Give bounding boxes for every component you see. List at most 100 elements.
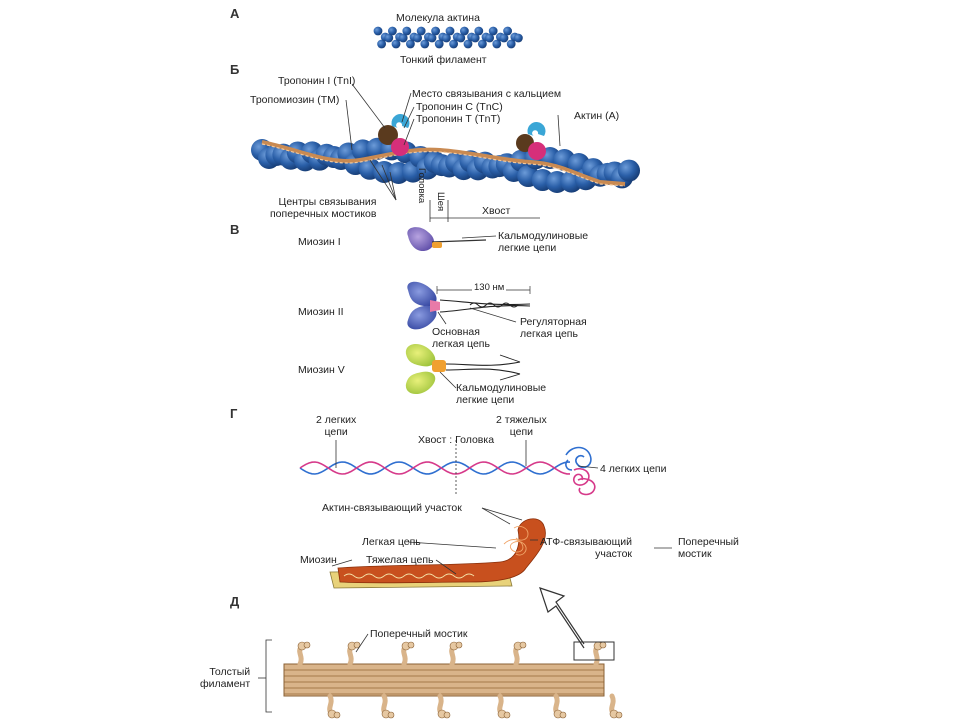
myosin-5-shape [405,343,521,395]
actin-bead [506,39,516,49]
heavy-chain-label: Тяжелая цепь [366,554,434,566]
myosin-1-label: Миозин I [298,236,341,248]
crossbridge-arm [297,641,311,667]
crossbridge-arm [437,693,451,719]
crossbridge-d-label: Поперечный мостик [370,628,468,640]
actin-bead [514,33,523,43]
actin-bead [463,39,473,49]
tropomyosin-label: Тропомиозин (ТМ) [250,94,340,106]
troponin-i-blob [378,125,398,145]
actin-bead [470,33,480,43]
neck-domain-label: Шея [435,192,446,212]
two-light-chains-label: 2 легких цепи [316,414,357,438]
myosin-2-label: Миозин II [298,306,344,318]
actin-bead [474,26,484,36]
actin-bead [456,33,466,43]
crossbridge-arm [347,641,361,667]
actin-bead [445,26,455,36]
atp-binding-site-label: АТФ-связывающий участок [540,536,633,560]
myosin-2-shape [407,281,531,330]
zoom-box [573,641,615,661]
section-letter-d: Д [230,594,240,609]
calcium-site-label: Место связывания с кальцием [412,88,562,100]
section-letter-b: Б [230,62,240,77]
actin-binding-site-label: Актин-связывающий участок [322,502,462,514]
crossbridge-leader [355,633,369,653]
myosin-1-shape [407,227,487,252]
myosin-label: Миозин [300,554,337,566]
actin-bead [460,26,469,36]
troponin-complex-1 [378,114,410,156]
actin-bead [373,26,383,36]
length-130nm-label: 130 нм [472,282,507,294]
myosin-5-label: Миозин V [298,364,345,376]
actin-bead [384,33,394,43]
calmodulin-chains-1-label: Кальмодулиновые легкие цепи [498,230,589,254]
thick-filament-bracket [265,639,272,713]
tail-domain-label: Хвост [482,205,511,217]
actin-bead [485,33,494,43]
light-chain-label: Легкая цепь [362,536,421,548]
actin-label: Актин (А) [574,110,620,122]
crossbridge-label: Поперечный мостик [678,536,739,560]
actin-bead [503,26,512,36]
actin-bead [478,39,487,49]
troponin-c-blob [391,114,410,128]
actin-bead [377,39,386,49]
crossbridge-arm [327,693,341,719]
crossbridge-arm [553,693,567,719]
four-light-chains-label: 4 легких цепи [600,463,667,475]
actin-bead [413,33,422,43]
thick-filament-label: Толстый филамент [200,666,251,690]
domain-scale [429,200,540,222]
troponin-c-label: Тропонин С (TnC) [416,101,503,113]
two-heavy-chains-label: 2 тяжелых цепи [496,414,547,438]
section-letter-g: Г [230,406,238,421]
thin-filament-small [373,26,523,49]
panel-g2-leaders [331,507,672,575]
actin-bead [449,39,458,49]
tropomyosin-strand [261,140,626,186]
calmodulin-chains-5-label: Кальмодулиновые легкие цепи [456,382,547,406]
zoom-arrow [539,587,585,649]
actin-bead [402,26,412,36]
actin-bead [416,26,426,36]
crossbridge-arm [593,641,607,667]
crossbridge-arm [401,641,415,667]
tropomyosin-strand-light [261,143,626,187]
actin-bead [398,33,408,43]
crossbridge-arm [497,693,511,719]
actin-molecule-label: Молекула актина [396,12,480,24]
troponin-c-blob [527,122,546,136]
troponin-t-label: Тропонин Т (TnT) [416,113,501,125]
troponin-t-blob [528,142,546,160]
head-domain-label: Головка [416,168,427,204]
section-letter-c: В [230,222,240,237]
heavy-chain-wave-2 [299,461,570,475]
crossbridge-arm [609,693,623,719]
tail-head-label: Хвост : Головка [418,434,495,446]
troponin-i-label: Тропонин I (TnI) [278,75,356,87]
actin-bead [499,33,509,43]
actin-bead [406,39,415,49]
actin-bead [391,39,401,49]
actin-bead [427,33,437,43]
actin-bead [434,39,444,49]
panel-g-leaders [335,440,599,469]
actin-bead [492,39,502,49]
troponin-t-blob [391,138,409,156]
actin-bead [388,26,397,36]
troponin-complex-2 [516,122,546,160]
crossbridge-arm [449,641,463,667]
thick-filament-shape [283,663,605,697]
myosin-crossbridge-shape [329,518,546,589]
actin-bead [488,26,498,36]
crossbridge-arm [381,693,395,719]
heavy-chain-wave-1 [299,461,570,475]
actin-bead [420,39,430,49]
crossbridge-centers-label: Центры связывания поперечных мостиков [270,196,377,220]
crossbridges [297,641,623,719]
thin-filament-label: Тонкий филамент [400,54,487,66]
